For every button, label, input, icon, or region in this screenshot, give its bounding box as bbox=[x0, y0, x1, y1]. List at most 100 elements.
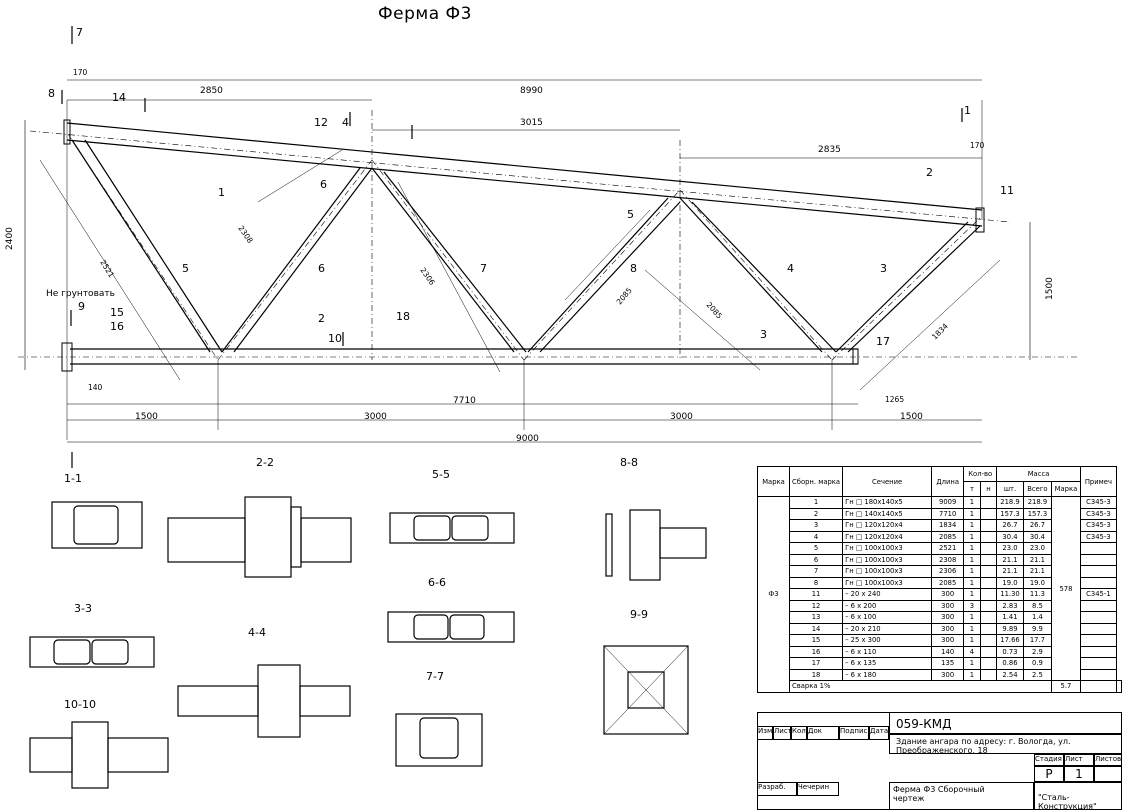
spec-cell-mass-pc: 1.41 bbox=[996, 611, 1024, 624]
spec-cell-length: 300 bbox=[931, 588, 965, 601]
dim-1500-right-height: 1500 bbox=[1045, 277, 1055, 300]
section-title-10-10: 10-10 bbox=[64, 698, 96, 711]
spec-weld-mass: 5.7 bbox=[1051, 680, 1081, 693]
stamp-company: "Сталь-Конструкция" bbox=[1038, 793, 1097, 810]
spec-cell-mass-pc: 2.54 bbox=[996, 668, 1024, 681]
spec-cell-no: 16 bbox=[789, 645, 844, 658]
spec-cell-mass-pc: 0.73 bbox=[996, 645, 1024, 658]
cut-5: 5 bbox=[627, 208, 634, 221]
stamp-address-cell: Здание ангара по адресу: г. Вологда, ул.… bbox=[889, 734, 1122, 754]
spec-cell-section: Гн □ 100х100х3 bbox=[842, 553, 933, 566]
stamp-developed: Разраб. bbox=[757, 782, 797, 796]
section-title-3-3: 3-3 bbox=[74, 602, 92, 615]
mark-12: 12 bbox=[314, 116, 328, 129]
dim-bottom-total: 9000 bbox=[516, 434, 539, 444]
section-title-7-7: 7-7 bbox=[426, 670, 444, 683]
stamp-list: Лист bbox=[773, 726, 791, 740]
spec-cell-mass-total: 8.5 bbox=[1022, 599, 1053, 612]
mark-11: 11 bbox=[1000, 184, 1014, 197]
spec-cell-steel: С345-3 bbox=[1079, 496, 1118, 509]
spec-cell-qty-t: 1 bbox=[963, 507, 981, 520]
spec-cell-section: – 20 х 240 bbox=[842, 588, 933, 601]
spec-cell-qty-n bbox=[979, 668, 998, 681]
dim-top-seg1: 2850 bbox=[200, 86, 223, 96]
spec-cell-length: 2521 bbox=[931, 542, 965, 555]
spec-cell-mass-total: 11.3 bbox=[1022, 588, 1053, 601]
spec-cell-mass-pc: 21.1 bbox=[996, 553, 1024, 566]
spec-cell-section: – 6 х 200 bbox=[842, 599, 933, 612]
section-10-10-plate bbox=[71, 721, 109, 789]
spec-cell-qty-n bbox=[979, 645, 998, 658]
spec-cell-mass-total: 0.9 bbox=[1022, 657, 1053, 670]
stamp-sheets-label: Листов bbox=[1094, 754, 1122, 766]
stamp-stage: Р bbox=[1034, 766, 1064, 782]
th-assembly: Сборн. марка bbox=[789, 466, 844, 497]
spec-cell-length: 2308 bbox=[931, 553, 965, 566]
spec-cell-qty-t: 1 bbox=[963, 588, 981, 601]
mark-15: 15 bbox=[110, 306, 124, 319]
spec-cell-mass-total: 19.0 bbox=[1022, 576, 1053, 589]
spec-cell-no: 4 bbox=[789, 530, 844, 543]
mark-18: 18 bbox=[396, 310, 410, 323]
spec-cell-mass-total: 30.4 bbox=[1022, 530, 1053, 543]
spec-cell-qty-t: 4 bbox=[963, 645, 981, 658]
stamp-address: Здание ангара по адресу: г. Вологда, ул.… bbox=[896, 737, 1071, 754]
spec-cell-no: 18 bbox=[789, 668, 844, 681]
section-5-5-body bbox=[389, 512, 515, 544]
spec-cell-section: – 6 х 110 bbox=[842, 645, 933, 658]
cut-6: 6 bbox=[320, 178, 327, 191]
stamp-code-cell: 059-КМД bbox=[889, 712, 1122, 734]
spec-cell-mass-pc: 17.66 bbox=[996, 634, 1024, 647]
dim-140: 140 bbox=[88, 383, 103, 392]
spec-cell-mass-total: 21.1 bbox=[1022, 553, 1053, 566]
spec-cell-qty-n bbox=[979, 530, 998, 543]
cut-1: 1 bbox=[964, 104, 971, 117]
spec-cell-length: 300 bbox=[931, 599, 965, 612]
th-qty-n: н bbox=[979, 481, 998, 497]
spec-cell-mass-total: 2.5 bbox=[1022, 668, 1053, 681]
spec-cell-qty-n bbox=[979, 634, 998, 647]
spec-cell-steel bbox=[1079, 553, 1118, 566]
spec-cell-qty-t: 3 bbox=[963, 599, 981, 612]
spec-cell-qty-n bbox=[979, 542, 998, 555]
section-3-3-body bbox=[29, 636, 155, 668]
spec-cell-no: 7 bbox=[789, 565, 844, 578]
spec-cell-length: 140 bbox=[931, 645, 965, 658]
mark-14: 14 bbox=[112, 91, 126, 104]
end-cap-17 bbox=[852, 348, 859, 365]
spec-cell-qty-t: 1 bbox=[963, 622, 981, 635]
spec-cell-qty-t: 1 bbox=[963, 565, 981, 578]
section-title-4-4: 4-4 bbox=[248, 626, 266, 639]
spec-cell-qty-n bbox=[979, 496, 998, 509]
spec-cell-length: 9009 bbox=[931, 496, 965, 509]
spec-cell-length: 300 bbox=[931, 668, 965, 681]
spec-cell-steel bbox=[1079, 657, 1118, 670]
spec-cell-section: – 6 х 135 bbox=[842, 657, 933, 670]
spec-cell-no: 2 bbox=[789, 507, 844, 520]
cut-4: 4 bbox=[342, 116, 349, 129]
spec-cell-mass-pc: 19.0 bbox=[996, 576, 1024, 589]
spec-weld-label: Сварка 1% bbox=[789, 680, 1053, 693]
spec-group-mark: Ф3 bbox=[756, 496, 791, 693]
not-primed-note: Не грунтовать bbox=[46, 289, 115, 299]
dim-top-total: 8990 bbox=[520, 86, 543, 96]
spec-cell-mass-pc: 9.89 bbox=[996, 622, 1024, 635]
dim-1500-right: 1500 bbox=[900, 412, 923, 422]
stamp-sign: Подпись bbox=[839, 726, 869, 740]
stamp-sheet: 1 bbox=[1064, 766, 1094, 782]
spec-cell-steel bbox=[1079, 576, 1118, 589]
spec-cell-steel: С345-3 bbox=[1079, 530, 1118, 543]
spec-cell-steel bbox=[1079, 668, 1118, 681]
dim-1500-left: 1500 bbox=[135, 412, 158, 422]
spec-cell-section: – 6 х 180 bbox=[842, 668, 933, 681]
spec-cell-mass-pc: 218.9 bbox=[996, 496, 1024, 509]
mark-6: 6 bbox=[318, 262, 325, 275]
cut-10: 10 bbox=[328, 332, 342, 345]
